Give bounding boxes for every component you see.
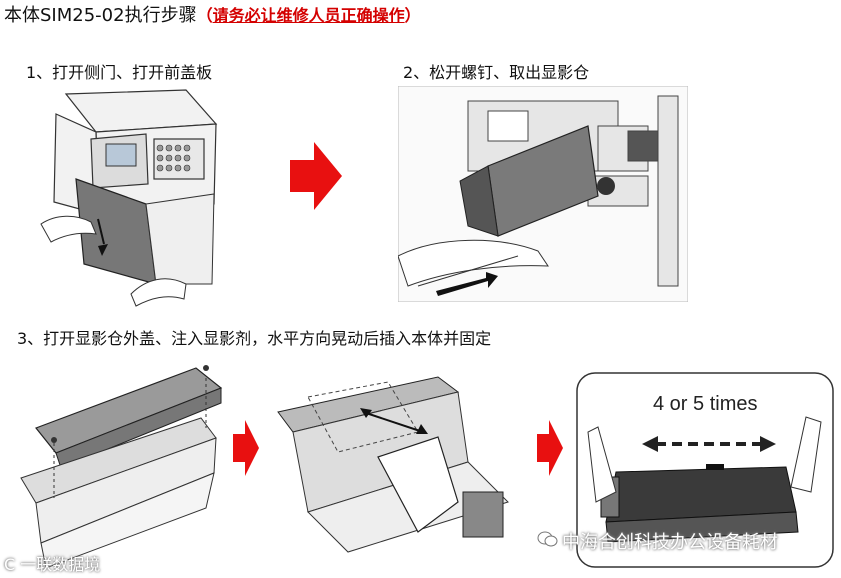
red-arrow-icon bbox=[290, 142, 342, 210]
step-1-illustration bbox=[40, 89, 218, 307]
step-2-label: 2、松开螺钉、取出显影仓 bbox=[403, 63, 590, 82]
step-3-illustration-a bbox=[20, 365, 223, 569]
step-1-label: 1、打开侧门、打开前盖板 bbox=[26, 63, 213, 82]
step-2-illustration bbox=[398, 86, 688, 302]
shake-count-label: 4 or 5 times bbox=[653, 393, 758, 415]
page-title: 本体SIM25-02执行步骤（请务必让维修人员正确操作） bbox=[4, 4, 421, 28]
red-arrow-icon bbox=[537, 420, 563, 476]
title-main: 本体SIM25-02执行步骤 bbox=[4, 5, 197, 26]
title-warning: （请务必让维修人员正确操作） bbox=[197, 6, 421, 25]
warning-text: 请务必让维修人员正确操作 bbox=[212, 6, 405, 25]
open-paren: （ bbox=[196, 6, 213, 25]
close-paren: ） bbox=[404, 6, 421, 25]
watermark-right: 中海合创科技办公设备耗材 bbox=[562, 532, 778, 553]
watermark-left: C 一联数据境 bbox=[4, 555, 101, 574]
shake-callout-panel bbox=[576, 372, 834, 568]
red-arrow-icon bbox=[233, 420, 259, 476]
step-3-label: 3、打开显影仓外盖、注入显影剂，水平方向晃动后插入本体并固定 bbox=[17, 329, 492, 348]
step-3-illustration-b bbox=[277, 376, 509, 553]
wechat-icon bbox=[537, 531, 558, 547]
